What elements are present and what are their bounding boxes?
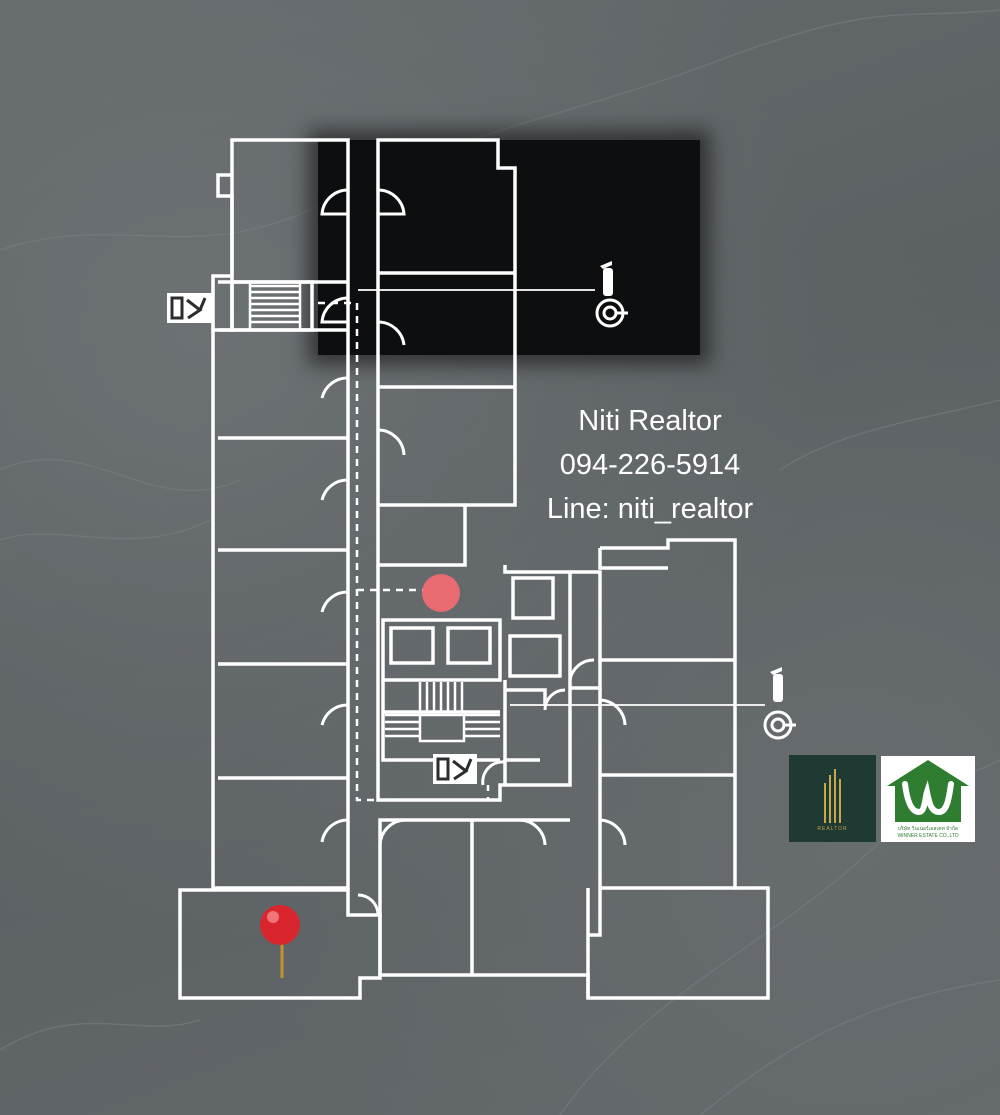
evacuation-route xyxy=(318,301,490,802)
you-are-here-dot-icon xyxy=(422,574,460,612)
agent-line-id: Line: niti_realtor xyxy=(546,493,754,525)
winner-house-mark xyxy=(887,760,969,822)
emergency-exit-icon xyxy=(167,293,212,323)
winner-estate-logo: บริษัท วินเนอร์เอสเตท จำกัด WINNER ESTAT… xyxy=(881,756,975,842)
location-pin-icon xyxy=(260,905,300,978)
agent-phone: 094-226-5914 xyxy=(559,449,741,481)
fire-extinguisher-icon xyxy=(600,261,613,296)
niti-wordmark: REALTOR xyxy=(817,826,848,832)
fire-hose-icon xyxy=(595,298,628,328)
fire-extinguisher-icon xyxy=(770,667,783,702)
winner-company-thai: บริษัท วินเนอร์เอสเตท จำกัด xyxy=(897,826,959,832)
right-wing-outline xyxy=(376,138,517,567)
emergency-exit-icon xyxy=(433,754,477,784)
niti-towers-mark xyxy=(824,769,841,823)
reflection-shadow xyxy=(318,140,700,355)
agent-name: Niti Realtor xyxy=(578,405,722,437)
niti-realtor-logo: REALTOR xyxy=(789,755,876,842)
winner-company-en: WINNER ESTATE CO.,LTD xyxy=(897,833,959,839)
fire-hose-icon xyxy=(763,710,796,740)
bottom-left-unit xyxy=(178,888,382,1000)
